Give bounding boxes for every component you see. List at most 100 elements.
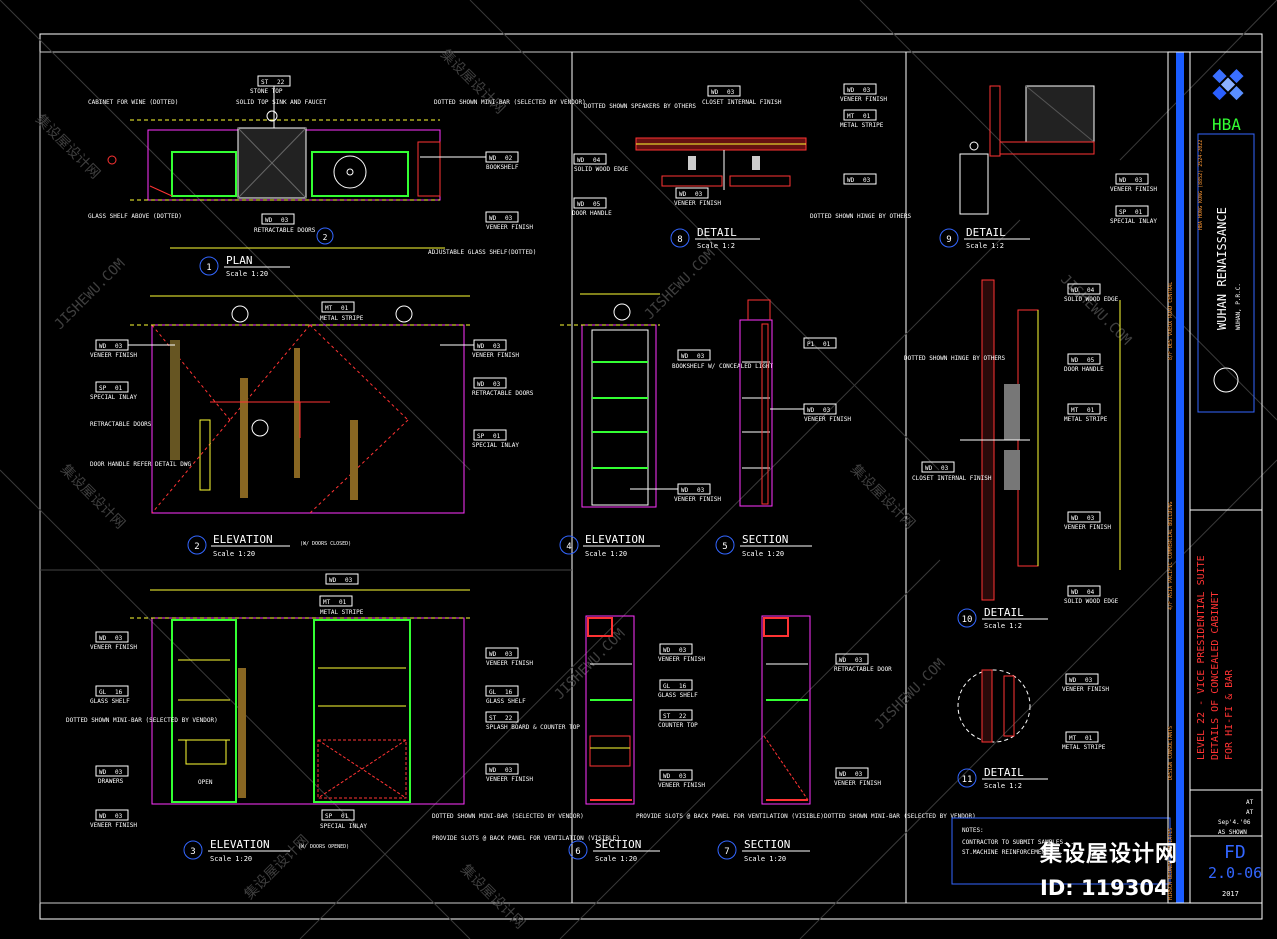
- tag-num: 03: [115, 635, 123, 642]
- tag-num: 03: [695, 191, 703, 198]
- callout-text: DRAWERS: [98, 778, 124, 785]
- tag-box: [95, 765, 129, 777]
- address-line: HBA HONG KONG (8852) 2524-2022: [1198, 140, 1204, 230]
- tag-label: RETRACTABLE DOORS: [472, 390, 534, 397]
- tag-num: 03: [505, 651, 513, 658]
- view-scale: Scale 1:20: [213, 550, 255, 558]
- tag-code: MT: [323, 599, 331, 606]
- view-scale: Scale 1:20: [742, 550, 784, 558]
- callout-text: ADJUSTABLE GLASS SHELF(DOTTED): [428, 249, 536, 256]
- tag-num: 03: [863, 87, 871, 94]
- tag-box: [1115, 173, 1149, 185]
- tag-num: 04: [1087, 589, 1095, 596]
- tag-box: [473, 429, 507, 441]
- callout-text: PROVIDE SLOTS @ BACK PANEL FOR VENTILATI…: [636, 813, 824, 820]
- tag-code: WD: [99, 813, 107, 820]
- tag-box: [261, 213, 295, 225]
- callout-text: PROVIDE SLOTS @ BACK PANEL FOR VENTILATI…: [432, 835, 620, 842]
- callout-text: DOTTED SHOWN SPEAKERS BY OTHERS: [584, 103, 696, 110]
- tag-code: WD: [711, 89, 719, 96]
- tag-box: [485, 685, 519, 697]
- watermark-cn: 集设屋设计网: [847, 461, 918, 532]
- view-title-8: 8 DETAIL Scale 1:2: [670, 226, 760, 250]
- tag-code: WD: [681, 353, 689, 360]
- tag-box: [1067, 353, 1101, 365]
- tag-code: WD: [679, 191, 687, 198]
- tag-label: SOLID WOOD EDGE: [1064, 296, 1119, 303]
- tag-code: WD: [1071, 515, 1079, 522]
- tag-num: 03: [855, 771, 863, 778]
- tag-label: VENEER FINISH: [486, 224, 533, 231]
- view-number: 11: [962, 775, 973, 785]
- tag-num: 03: [493, 381, 501, 388]
- tag-label: SPECIAL INLAY: [90, 394, 137, 401]
- tag-code: WD: [489, 651, 497, 658]
- tag-box: [707, 85, 741, 97]
- tag-box: [659, 643, 693, 655]
- tag-box: [843, 83, 877, 95]
- view-note: (W/ DOORS CLOSED): [300, 541, 351, 547]
- revision: 2017: [1222, 890, 1239, 898]
- tag-code: WD: [807, 407, 815, 414]
- tag-label: GLASS SHELF: [486, 698, 526, 705]
- view-8-callouts: WD 03 CLOSET INTERNAL FINISH DOTTED SHOW…: [572, 85, 912, 220]
- tag-num: 03: [697, 353, 705, 360]
- view-2-callouts: MT 01 METAL STRIPE WD 03 VENEER FINISH S…: [90, 301, 534, 468]
- tag-label: VENEER FINISH: [834, 780, 881, 787]
- view-number: 10: [962, 615, 973, 625]
- tag-label: GLASS SHELF: [658, 692, 698, 699]
- tag-label: SPECIAL INLAY: [1110, 218, 1157, 225]
- tag-box: [325, 573, 359, 585]
- tag-num: 03: [679, 773, 687, 780]
- watermark-url: JISHEWU.COM: [1057, 272, 1134, 349]
- tag-box: [321, 809, 355, 821]
- tag-code: SP: [477, 433, 485, 440]
- tag-num: 01: [1085, 735, 1093, 742]
- tag-num: 03: [1087, 515, 1095, 522]
- tag-label: VENEER FINISH: [90, 822, 137, 829]
- tag-num: 22: [505, 715, 513, 722]
- tag-code: ST: [261, 79, 269, 86]
- tag-num: 22: [277, 79, 285, 86]
- callout-text: COUNTER TOP: [658, 722, 698, 729]
- tag-label: METAL STRIPE: [320, 315, 364, 322]
- tag-code: WD: [1071, 287, 1079, 294]
- checked-by: AT: [1246, 809, 1254, 816]
- tag-num: 03: [115, 813, 123, 820]
- view-title-7: 7 SECTION Scale 1:20: [717, 838, 810, 863]
- tag-num: 03: [1135, 177, 1143, 184]
- view-number: 2: [194, 542, 199, 552]
- view-title-5: 5 SECTION Scale 1:20: [715, 533, 812, 558]
- tag-label: VENEER FINISH: [658, 782, 705, 789]
- tag-code: MT: [1071, 407, 1079, 414]
- tag-code: WD: [847, 177, 855, 184]
- view-4-elevation: [560, 293, 660, 508]
- tag-box: [95, 685, 129, 697]
- view-number: 9: [946, 235, 951, 245]
- view-11-callouts: WD 03 VENEER FINISH MT 01 METAL STRIPE: [1062, 673, 1109, 751]
- tag-num: 03: [493, 343, 501, 350]
- view-note: (W/ DOORS OPENED): [298, 844, 349, 850]
- view-title: SECTION: [744, 838, 790, 851]
- callout-text: DOOR HANDLE REFER DETAIL DWG: [90, 461, 192, 468]
- tag-code: WD: [1071, 357, 1079, 364]
- view-scale: Scale 1:2: [984, 782, 1022, 790]
- tag-label: VENEER FINISH: [90, 352, 137, 359]
- tag-code: WD: [329, 577, 337, 584]
- tag-num: 03: [505, 767, 513, 774]
- tag-code: WD: [663, 647, 671, 654]
- tag-code: WD: [839, 771, 847, 778]
- tag-code: WD: [663, 773, 671, 780]
- tag-code: WD: [477, 343, 485, 350]
- tag-box: [1067, 403, 1101, 415]
- tag-label: METAL STRIPE: [320, 609, 364, 616]
- tag-label: VENEER FINISH: [90, 644, 137, 651]
- drawn-by: AT: [1246, 799, 1254, 806]
- view-scale: Scale 1:20: [210, 855, 252, 863]
- tag-code: SP: [99, 385, 107, 392]
- view-5-section: [739, 299, 773, 507]
- view-title-4: 4 ELEVATION Scale 1:20: [559, 533, 660, 558]
- tag-code: WD: [99, 343, 107, 350]
- tag-label: VENEER FINISH: [804, 416, 851, 423]
- associates: HIRSCH BEDNER ASSOCIATES: [1168, 828, 1174, 900]
